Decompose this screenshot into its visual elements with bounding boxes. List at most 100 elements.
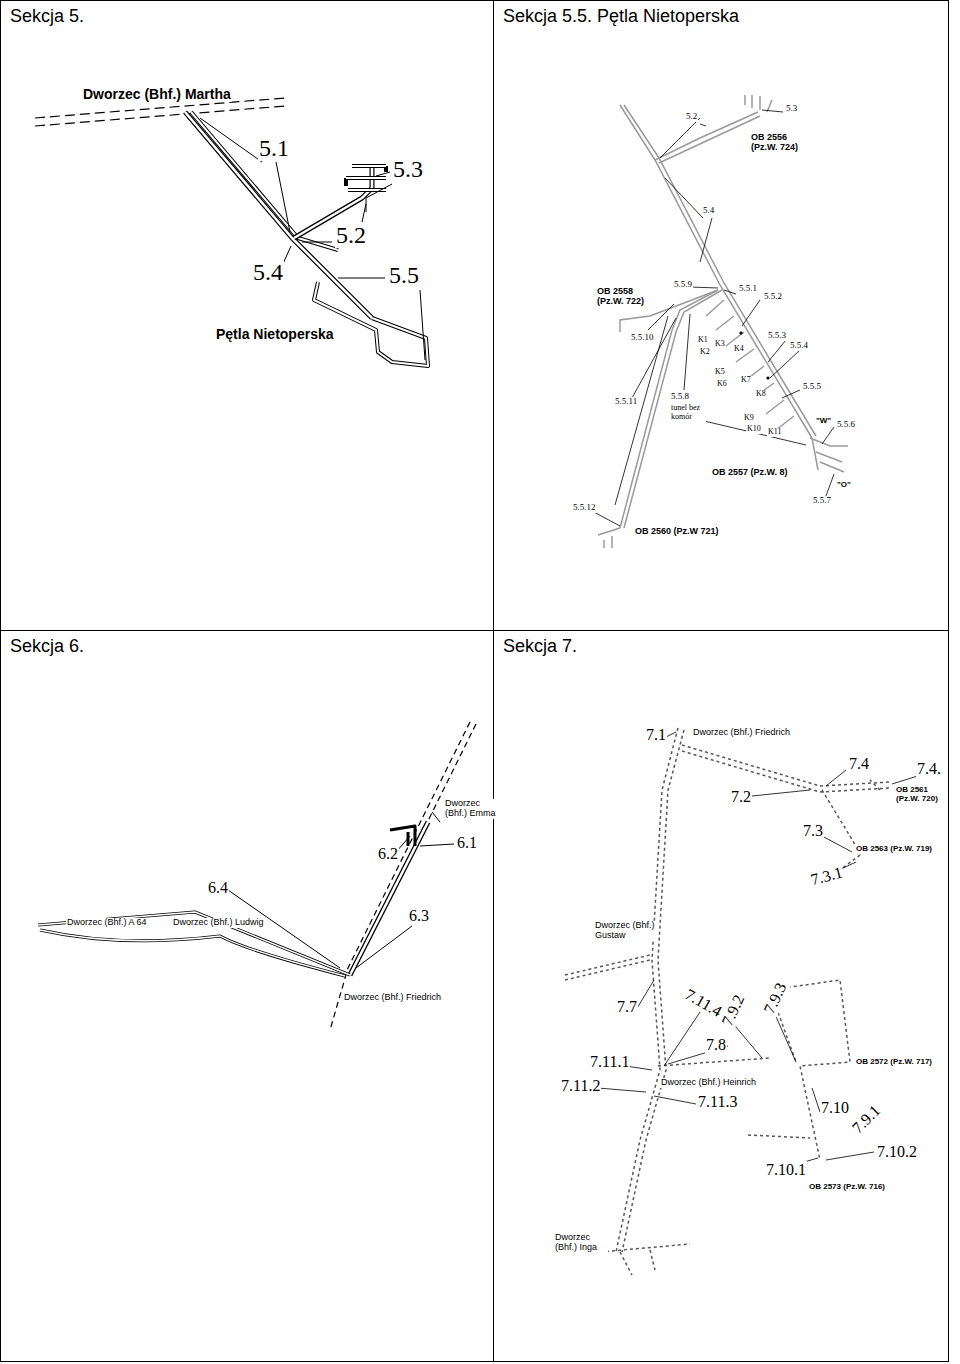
callout-number: 5.2: [335, 222, 367, 248]
drawing-part: [810, 438, 848, 472]
place-label: K6: [716, 380, 728, 389]
leader-line: [200, 118, 425, 360]
leader-line: [590, 110, 834, 526]
drawing-part: [690, 287, 718, 288]
place-label: OB 2563 (Pz.W. 719): [855, 845, 933, 854]
drawing-part: [338, 278, 425, 360]
drawing-part: [620, 1250, 655, 1275]
drawing-part: [390, 826, 415, 846]
drawing-part: [228, 890, 340, 968]
drawing-part: [350, 822, 428, 975]
railway-line: [330, 722, 476, 1030]
callout-number: 7.11.1: [589, 1053, 630, 1071]
drawing-part: [762, 110, 783, 112]
place-label: Dworzec (Bhf.) Emma: [444, 799, 504, 819]
drawing-part: [598, 1088, 646, 1092]
callout-number: 5.5.11: [614, 397, 638, 407]
callout-number: 6.2: [377, 845, 399, 863]
drawing-part: [590, 316, 668, 526]
callout-number: 5.5.12: [572, 503, 597, 513]
place-label: tunel bez komór: [670, 404, 706, 422]
place-label: OB 2560 (Pz.W 721): [634, 527, 720, 537]
drawing-part: [390, 826, 415, 846]
drawing-part: [665, 178, 712, 262]
drawing-part: [730, 1012, 796, 1062]
place-label: Dworzec (Bhf.) Friedrich: [692, 728, 791, 738]
callout-number: 5.5.6: [836, 420, 856, 430]
leader-line: [578, 732, 924, 1252]
place-label: K5: [714, 368, 726, 377]
callout-number: 5.5.5: [802, 382, 822, 392]
drawing-part: [826, 1152, 874, 1160]
tunnel-outline: [598, 95, 848, 548]
callout-number: 7.4: [848, 755, 870, 773]
callout-number: 7.2: [730, 788, 752, 806]
drawing-part: [682, 745, 890, 786]
drawing-part: [659, 116, 760, 163]
drawing-part: [346, 166, 386, 190]
drawing-part: [565, 960, 650, 980]
place-label: OB 2572 (Pz.W. 717): [855, 1058, 933, 1067]
drawing-part: [654, 1096, 696, 1104]
drawing-part: [565, 955, 650, 975]
drawing-part: [38, 912, 350, 975]
drawing-part: [356, 926, 412, 968]
drawing-part: [770, 980, 850, 1160]
drawing-part: [185, 112, 372, 318]
section-heading: Sekcja 5.5. Pętla Nietoperska: [503, 6, 739, 27]
drawing-part: [346, 166, 386, 190]
drawing-part: [664, 1012, 700, 1066]
chamber-marker: [739, 331, 769, 379]
place-label: K8: [755, 390, 767, 399]
section-heading: Sekcja 6.: [10, 636, 84, 657]
drawing-part: [826, 770, 924, 786]
callout-number: 5.4: [252, 259, 284, 285]
drawing-part: [432, 812, 440, 822]
callout-number: 7.9.1: [848, 1101, 884, 1137]
drawing-part: [40, 930, 345, 976]
drawing-part: [624, 105, 816, 436]
callout-number: 7.3.1: [808, 863, 845, 889]
callout-number: 5.5.7: [812, 496, 832, 506]
callout-number: 5.5.4: [789, 341, 809, 351]
drawing-part: [191, 112, 338, 250]
place-label: OB 2561 (Pz.W. 720): [895, 786, 947, 804]
drawing-part: [350, 822, 428, 975]
callout-number: 5.5.2: [763, 292, 783, 302]
callout-number: 7.9.3: [760, 979, 790, 1017]
drawing-part: [620, 105, 812, 438]
drawing-part: [655, 112, 758, 160]
drawing-part: [706, 300, 794, 430]
drawing-part: [660, 118, 706, 158]
drawing-part: [745, 95, 772, 112]
place-label: Dworzec (Bhf.) Ludwig: [172, 918, 265, 928]
callout-number: 5.1: [258, 135, 290, 161]
place-label: "W": [815, 417, 832, 426]
drawing-part: [748, 1135, 810, 1138]
callout-number: 7.10.1: [765, 1161, 807, 1179]
drawing-part: [822, 836, 852, 852]
drawing-part: [314, 282, 428, 366]
drawing-part: [420, 844, 454, 846]
callout-number: 7.11.3: [697, 1093, 738, 1111]
place-label: OB 2557 (Pz.W. 8): [711, 468, 789, 478]
callout-number: 7.3: [802, 822, 824, 840]
railway-line: [565, 728, 890, 1275]
place-label: Dworzec (Bhf.) Inga: [554, 1233, 608, 1253]
place-label: K11: [767, 428, 782, 437]
drawing-part: [636, 980, 654, 1010]
drawing-part: [752, 790, 810, 796]
drawing-part: [782, 390, 800, 398]
drawing-part: [35, 106, 285, 126]
place-label: OB 2556 (Pz.W. 724): [750, 133, 814, 153]
drawing-part: [700, 420, 806, 445]
callout-number: 7.10: [820, 1099, 850, 1117]
tunnel-outline: [185, 112, 428, 366]
callout-number: 7.7: [616, 998, 638, 1016]
drawing-part: [812, 1088, 820, 1112]
drawing-part: [648, 304, 674, 330]
callout-number: 5.5.10: [630, 333, 655, 343]
drawing-part: [822, 427, 834, 444]
